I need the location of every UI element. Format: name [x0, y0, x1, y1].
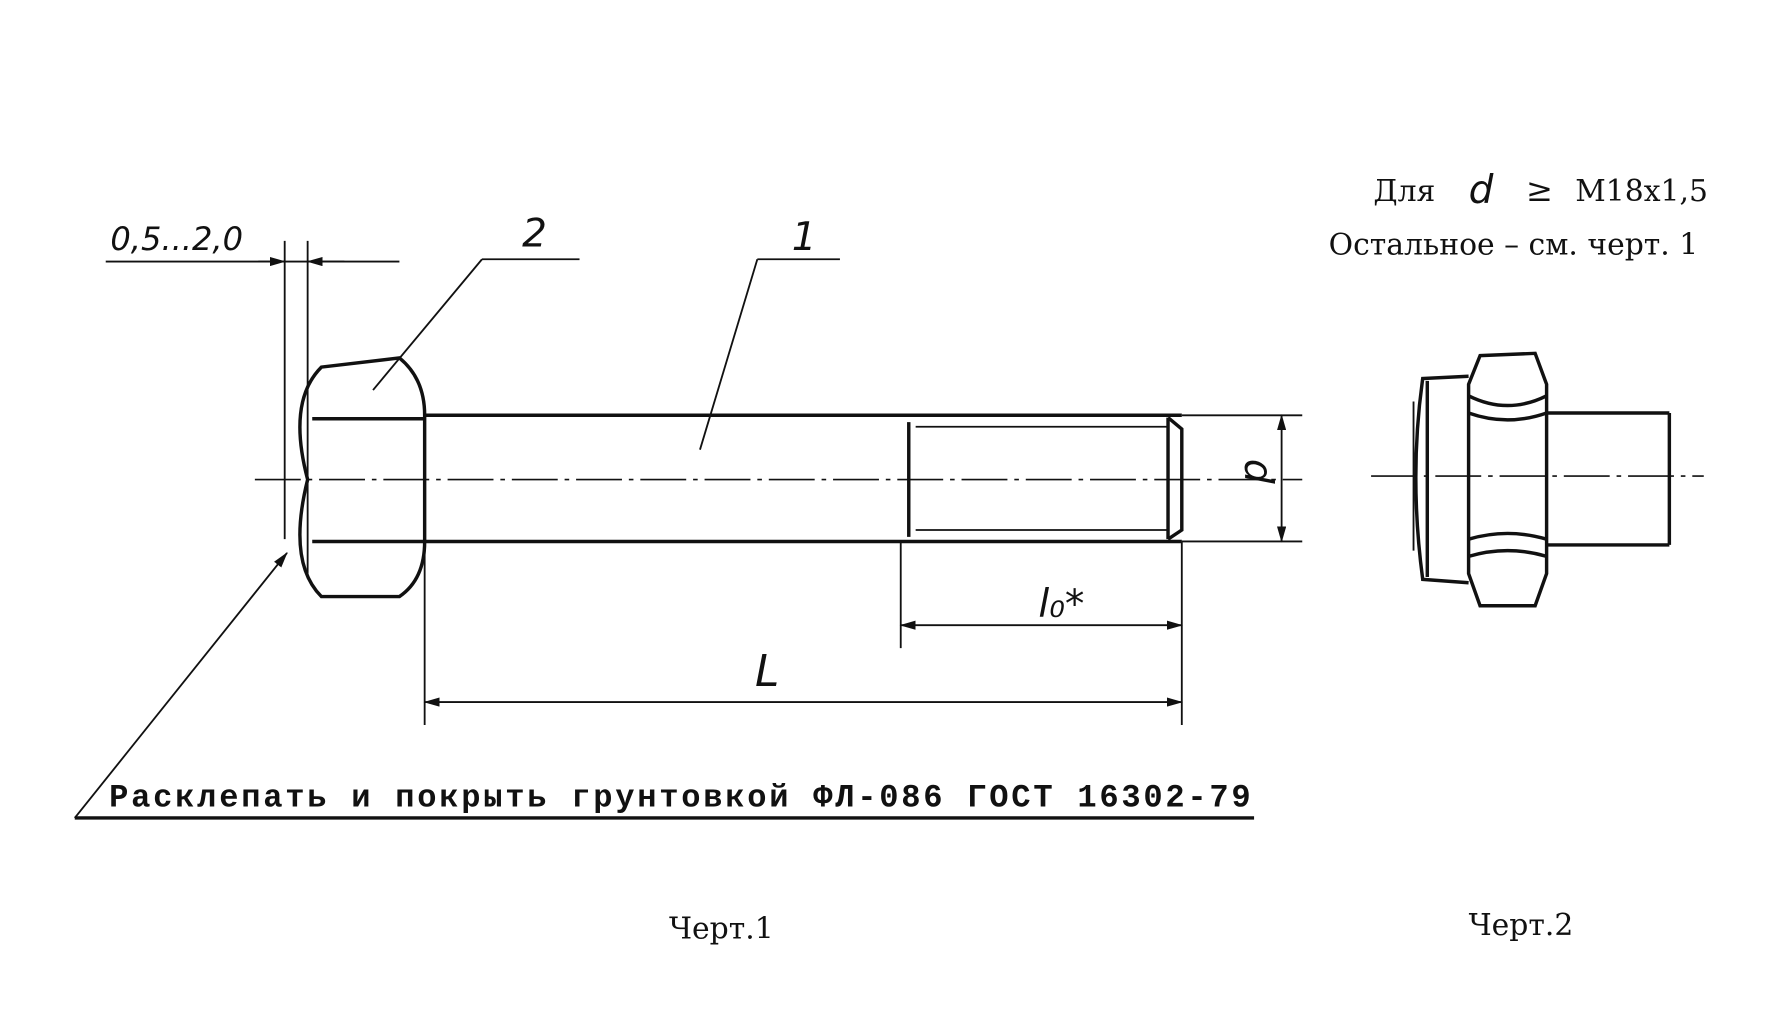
condition-value: M18x1,5: [1575, 174, 1708, 209]
washer-face: [1412, 374, 1469, 585]
caption-2: Черт.2: [1469, 908, 1574, 943]
gap-dimension-label: 0,5...2,0: [110, 220, 243, 258]
bolt-head: [298, 356, 427, 599]
condition-var: d: [1469, 168, 1494, 213]
hex-head-2: [1466, 351, 1549, 608]
shank-2: [1546, 411, 1672, 547]
L-dimension: L: [423, 541, 1183, 726]
l0-dimension-label: l₀*: [1038, 582, 1084, 627]
gap-dimension: 0,5...2,0: [105, 220, 400, 540]
caption-1: Черт.1: [669, 911, 774, 946]
d-dimension: d: [1181, 414, 1303, 543]
condition-op: ≥: [1526, 171, 1553, 209]
condition-prefix: Для: [1373, 174, 1435, 209]
l0-dimension: l₀*: [899, 541, 1183, 726]
callout-1: 1: [699, 215, 840, 450]
bolt-shank: [424, 413, 1184, 544]
bolt-drawing-1: 0,5...2,0 2 1 d l₀*: [74, 212, 1303, 946]
note-2: Остальное – см. черт. 1: [1329, 228, 1699, 263]
bolt-drawing-2: Для d ≥ M18x1,5 Остальное – см. черт. 1 …: [1329, 168, 1708, 943]
note-text: Расклепать и покрыть грунтовкой ФЛ-086 Г…: [109, 779, 1250, 816]
L-dimension-label: L: [755, 647, 779, 697]
callout-2-label: 2: [522, 212, 547, 257]
callout-1-label: 1: [792, 215, 817, 260]
callout-2: 2: [372, 212, 580, 391]
d-dimension-label: d: [1235, 459, 1280, 484]
